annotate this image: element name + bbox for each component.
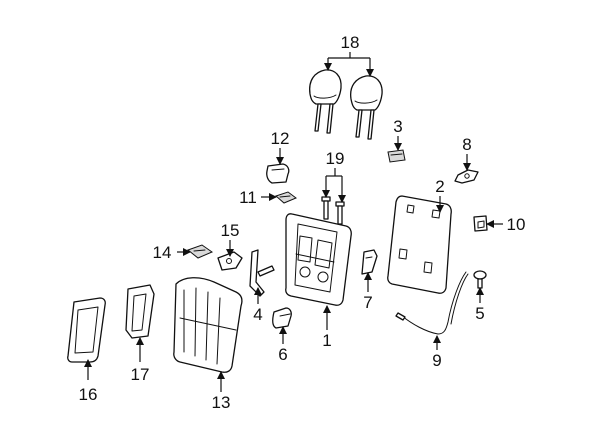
pad-part-3 [387,149,406,163]
callout-9: 9 [432,351,441,370]
headrest-right [350,75,383,140]
seat-cushion-part-13 [173,277,243,373]
headrest-left [309,69,342,134]
hinge-part-8 [454,169,479,184]
callout-1: 1 [322,331,331,350]
callout-16: 16 [79,385,98,404]
hinge-arm-part-4 [249,249,275,297]
side-panel-part-16 [67,297,106,363]
callout-12: 12 [271,129,290,148]
cable-part-9 [395,271,469,335]
callout-14: 14 [153,243,172,262]
callout-13: 13 [212,393,231,412]
bracket-part-11 [275,191,297,204]
callout-18: 18 [341,33,360,52]
latch-cover-part-7 [361,249,378,275]
callout-6: 6 [278,345,287,364]
callout-19: 19 [326,149,345,168]
leader-lines [84,52,503,392]
pin-part-5 [473,270,487,289]
side-trim-part-17 [125,284,155,339]
callout-5: 5 [475,304,484,323]
callout-10: 10 [507,215,526,234]
callout-4: 4 [253,305,262,324]
clip-part-6 [272,307,292,329]
callout-3: 3 [393,117,402,136]
callout-2: 2 [435,177,444,196]
seat-back-panel-part-2 [387,195,452,294]
callout-15: 15 [221,221,240,240]
callout-7: 7 [363,293,372,312]
plate-part-14 [186,244,214,259]
clip-part-12 [266,163,290,184]
seat-back-frame-part-1 [285,213,352,306]
callout-17: 17 [131,365,150,384]
callout-11: 11 [239,188,257,207]
bolts-part-19 [321,196,345,225]
callout-labels: 18 12 3 8 19 11 2 10 15 14 7 5 4 1 6 9 1… [79,33,526,412]
callout-8: 8 [462,135,471,154]
clip-part-10 [473,215,488,232]
